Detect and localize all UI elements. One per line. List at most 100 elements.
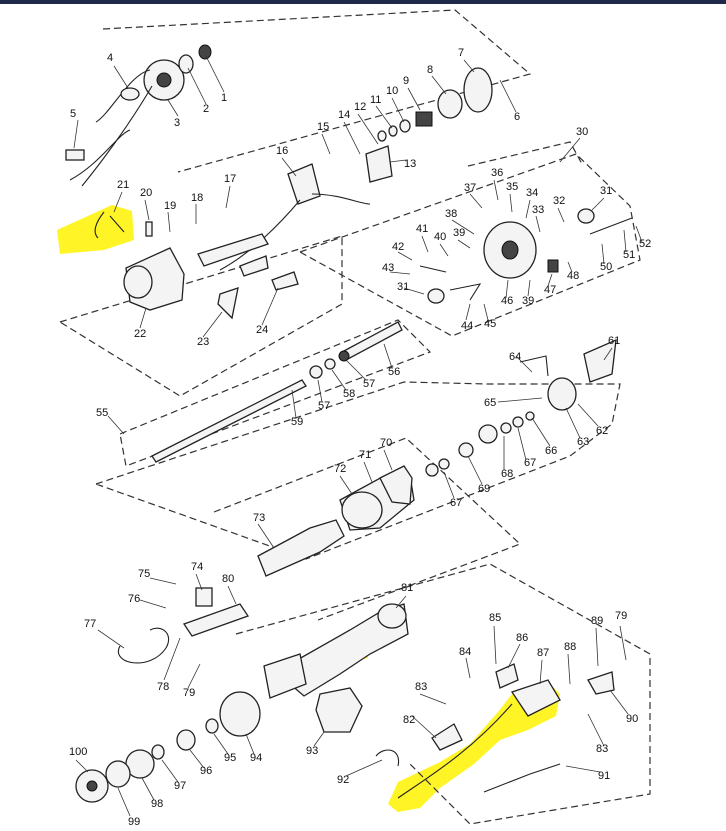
right-upper-parts [419, 208, 633, 304]
part-31b-shape [427, 288, 445, 304]
callout-89: 89 [591, 615, 603, 627]
callout-75: 75 [138, 568, 150, 580]
callout-39b: 39 [522, 295, 534, 307]
callout-52: 52 [639, 238, 651, 250]
part-31a-shape [577, 208, 595, 224]
callout-59: 59 [291, 416, 303, 428]
callout-98: 98 [151, 798, 163, 810]
frame-55 [119, 319, 432, 467]
callout-64: 64 [509, 351, 521, 363]
callout-79b: 79 [615, 610, 627, 622]
callout-33: 33 [532, 204, 544, 216]
callout-46: 46 [501, 295, 513, 307]
callout-56: 56 [388, 366, 400, 378]
callout-4: 4 [107, 52, 113, 64]
callout-42: 42 [392, 241, 404, 253]
callout-96: 96 [200, 765, 212, 777]
part-91-shape [483, 763, 561, 793]
part-13-shape [365, 145, 393, 183]
dashed-frames [59, 9, 651, 825]
part-99-shape [105, 760, 131, 788]
frame-upper [102, 9, 532, 173]
highlight-part-87-harness [388, 682, 560, 812]
part-70-shape [379, 465, 413, 505]
column-parts [257, 465, 415, 699]
callout-84: 84 [459, 646, 471, 658]
callout-61: 61 [608, 335, 620, 347]
part-93-shape [315, 687, 363, 733]
callout-7: 7 [458, 47, 464, 59]
callout-39a: 39 [453, 227, 465, 239]
callout-19: 19 [164, 200, 176, 212]
callout-85: 85 [489, 612, 501, 624]
callout-13: 13 [404, 158, 416, 170]
callout-82: 82 [403, 714, 415, 726]
callout-31b: 31 [397, 281, 409, 293]
callout-44: 44 [461, 320, 473, 332]
part-24-shape [271, 271, 299, 291]
callout-12: 12 [354, 101, 366, 113]
part-77-cable [117, 627, 170, 664]
callout-5: 5 [70, 108, 76, 120]
callout-71: 71 [359, 449, 371, 461]
window-top-border [0, 0, 726, 4]
callout-72: 72 [334, 463, 346, 475]
shaft-parts [151, 321, 617, 477]
callout-97: 97 [174, 780, 186, 792]
frame-middle-left [59, 235, 343, 397]
callout-20: 20 [140, 187, 152, 199]
callout-99: 99 [128, 816, 140, 828]
callout-16: 16 [276, 145, 288, 157]
part-92-shape [375, 749, 400, 767]
callout-74: 74 [191, 561, 203, 573]
part-87-shape [510, 679, 561, 717]
callout-77: 77 [84, 618, 96, 630]
callout-55: 55 [96, 407, 108, 419]
lower-parts [75, 587, 615, 803]
callout-81: 81 [401, 582, 413, 594]
callout-15: 15 [317, 121, 329, 133]
callout-41: 41 [416, 223, 428, 235]
callout-86: 86 [516, 632, 528, 644]
frame-upper-left [95, 381, 621, 560]
callout-18: 18 [191, 192, 203, 204]
callout-35: 35 [506, 181, 518, 193]
callout-48: 48 [567, 270, 579, 282]
callout-2: 2 [203, 103, 209, 115]
callout-17: 17 [224, 173, 236, 185]
part-20-shape [145, 221, 153, 237]
part-86-shape [495, 663, 519, 689]
part-21-shape [94, 211, 125, 239]
callout-67a: 67 [450, 497, 462, 509]
callout-58: 58 [343, 388, 355, 400]
callout-14: 14 [338, 109, 350, 121]
callout-62: 62 [596, 425, 608, 437]
callout-22: 22 [134, 328, 146, 340]
callout-65: 65 [484, 397, 496, 409]
callout-87: 87 [537, 647, 549, 659]
callout-45: 45 [484, 318, 496, 330]
callout-10: 10 [386, 85, 398, 97]
callout-67b: 67 [524, 457, 536, 469]
callout-83a: 83 [415, 681, 427, 693]
frame-right-inner [467, 141, 583, 167]
part-8-shape [437, 89, 463, 119]
callout-90: 90 [626, 713, 638, 725]
part-23-shape [217, 287, 239, 320]
callout-88: 88 [564, 641, 576, 653]
part-94-shape [219, 691, 261, 737]
part-95-shape [205, 718, 219, 734]
callout-8: 8 [427, 64, 433, 76]
callout-36: 36 [491, 167, 503, 179]
upper-parts [65, 44, 493, 320]
callout-57b: 57 [363, 378, 375, 390]
frame-tube [213, 437, 522, 621]
callout-11: 11 [370, 94, 381, 106]
part-97-shape [151, 744, 165, 760]
callout-1: 1 [221, 92, 227, 104]
part-64-shape [519, 355, 549, 377]
callout-76: 76 [128, 593, 140, 605]
part-90-shape [587, 671, 615, 695]
part-56-shape [341, 321, 403, 361]
part-87-harness [397, 703, 513, 799]
